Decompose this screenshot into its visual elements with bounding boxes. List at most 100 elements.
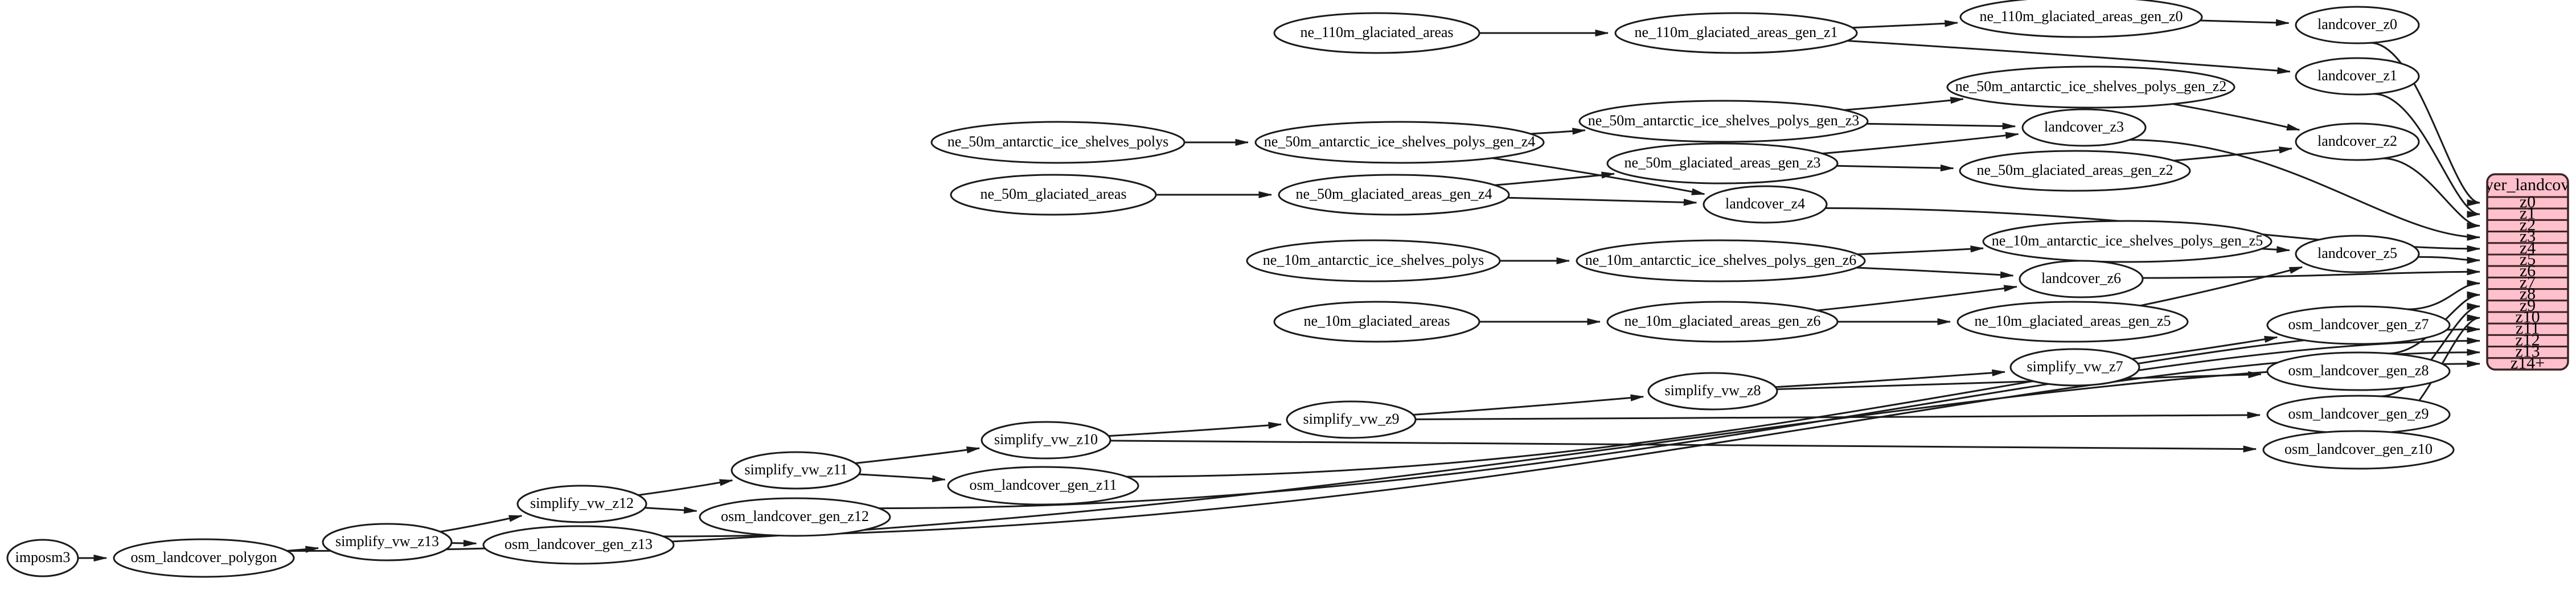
node-shape [1647,372,1778,411]
edge-ne_50m_glaciated_areas_gen_z3-to-ne_50m_glaciated_areas_gen_z2 [1836,164,1954,172]
node-ne_50m_antarctic_ice_shelves_polys_gen_z3[interactable]: ne_50m_antarctic_ice_shelves_polys_gen_z… [1578,100,1869,143]
node-ne_50m_glaciated_areas_gen_z3[interactable]: ne_50m_glaciated_areas_gen_z3 [1606,142,1839,184]
node-ne_50m_glaciated_areas[interactable]: ne_50m_glaciated_areas [950,174,1157,216]
node-osm_landcover_gen_z12[interactable]: osm_landcover_gen_z12 [699,497,891,537]
edge-simplify_vw_z13-to-osm_landcover_gen_z13 [451,539,477,547]
node-label: ne_10m_antarctic_ice_shelves_polys_gen_z… [1992,232,2263,249]
edge-ne_50m_antarctic_ice_shelves_polys_gen_z4-to-ne_50m_antarctic_ice_shelves_polys_gen_z3 [1531,128,1586,135]
node-ne_50m_antarctic_ice_shelves_polys[interactable]: ne_50m_antarctic_ice_shelves_polys [930,121,1186,164]
node-shape [322,523,453,561]
node-landcover_z6[interactable]: landcover_z6 [2019,260,2144,298]
node-shape [2019,260,2144,298]
node-label: landcover_z6 [2041,270,2121,286]
node-osm_landcover_polygon[interactable]: osm_landcover_polygon [113,538,295,578]
edge-simplify_vw_z10-to-simplify_vw_z9 [1108,421,1282,437]
node-label: simplify_vw_z7 [2027,358,2123,375]
node-shape [930,121,1186,164]
node-osm_landcover_gen_z13[interactable]: osm_landcover_gen_z13 [482,525,675,565]
node-shape [1946,65,2235,109]
node-simplify_vw_z7[interactable]: simplify_vw_z7 [2009,348,2140,387]
node-landcover_z3[interactable]: landcover_z3 [2021,108,2147,147]
table-row-label: z14+ [2511,354,2545,372]
edge-ne_10m_antarctic_ice_shelves_polys-to-ne_10m_antarctic_ice_shelves_polys_gen_z6 [1499,257,1570,265]
edge-ne_50m_glaciated_areas_gen_z4-to-landcover_z4 [1507,196,1697,206]
node-osm_landcover_gen_z9[interactable]: osm_landcover_gen_z9 [2266,395,2451,434]
node-label: landcover_z4 [1725,195,1805,212]
node-simplify_vw_z11[interactable]: simplify_vw_z11 [731,451,862,490]
node-label: osm_landcover_gen_z8 [2288,362,2429,379]
node-shape [950,174,1157,216]
edge-ne_110m_glaciated_areas_gen_z1-to-landcover_z1 [1847,40,2291,75]
node-ne_10m_glaciated_areas_gen_z6[interactable]: ne_10m_glaciated_areas_gen_z6 [1606,301,1839,343]
node-shape [1614,12,1858,54]
node-shape [2295,57,2420,96]
edge-imposm3-to-osm_landcover_polygon [78,554,107,562]
node-simplify_vw_z9[interactable]: simplify_vw_z9 [1286,400,1417,439]
node-ne_110m_glaciated_areas_gen_z0[interactable]: ne_110m_glaciated_areas_gen_z0 [1959,0,2203,38]
node-label: ne_50m_glaciated_areas [981,186,1127,202]
node-label: ne_10m_glaciated_areas_gen_z6 [1624,313,1820,329]
edge-ne_50m_glaciated_areas_gen_z3-to-landcover_z3 [1822,132,2019,155]
node-ne_50m_antarctic_ice_shelves_polys_gen_z4[interactable]: ne_50m_antarctic_ice_shelves_polys_gen_z… [1254,121,1545,164]
node-ne_10m_antarctic_ice_shelves_polys[interactable]: ne_10m_antarctic_ice_shelves_polys [1246,239,1501,282]
node-landcover_z5[interactable]: landcover_z5 [2295,235,2420,273]
node-landcover_z2[interactable]: landcover_z2 [2295,122,2420,161]
node-shape [1578,100,1869,143]
node-simplify_vw_z13[interactable]: simplify_vw_z13 [322,523,453,561]
node-simplify_vw_z12[interactable]: simplify_vw_z12 [516,485,647,523]
node-shape [731,451,862,490]
node-landcover_z1[interactable]: landcover_z1 [2295,57,2420,96]
edge-simplify_vw_z11-to-osm_landcover_gen_z11 [859,473,945,482]
node-ne_110m_glaciated_areas[interactable]: ne_110m_glaciated_areas [1273,12,1480,54]
edge-ne_10m_glaciated_areas_gen_z6-to-landcover_z6 [1817,285,2017,311]
node-ne_50m_glaciated_areas_gen_z2[interactable]: ne_50m_glaciated_areas_gen_z2 [1959,150,2191,192]
layer-landcover[interactable]: layer_landcoverz0z1z2z3z4z5z6z7z8z9z10z1… [2472,173,2576,372]
node-shape [1254,121,1545,164]
node-shape [6,539,79,577]
node-landcover_z0[interactable]: landcover_z0 [2295,6,2420,44]
node-osm_landcover_gen_z10[interactable]: osm_landcover_gen_z10 [2262,430,2455,470]
node-shape [981,421,1111,460]
node-label: ne_110m_glaciated_areas_gen_z0 [1979,8,2183,24]
node-label: ne_10m_antarctic_ice_shelves_polys [1263,252,1484,268]
node-shape [2295,6,2420,44]
node-label: landcover_z0 [2317,16,2397,32]
edge-to-layer-z9 [2380,302,2480,397]
node-ne_50m_antarctic_ice_shelves_polys_gen_z2[interactable]: ne_50m_antarctic_ice_shelves_polys_gen_z… [1946,65,2235,109]
node-shape [1959,0,2203,38]
node-simplify_vw_z10[interactable]: simplify_vw_z10 [981,421,1111,460]
node-label: simplify_vw_z11 [744,461,847,478]
node-shape [113,538,295,578]
node-osm_landcover_gen_z8[interactable]: osm_landcover_gen_z8 [2266,351,2451,391]
node-osm_landcover_gen_z11[interactable]: osm_landcover_gen_z11 [947,466,1139,506]
edge-simplify_vw_z13-to-simplify_vw_z12 [440,515,522,533]
node-simplify_vw_z8[interactable]: simplify_vw_z8 [1647,372,1778,411]
node-label: ne_110m_glaciated_areas [1300,24,1453,40]
edge-ne_10m_glaciated_areas_gen_z5-to-landcover_z5 [2140,266,2303,307]
node-label: imposm3 [15,549,71,565]
node-shape [1246,239,1501,282]
node-ne_10m_glaciated_areas[interactable]: ne_10m_glaciated_areas [1273,301,1480,343]
node-ne_110m_glaciated_areas_gen_z1[interactable]: ne_110m_glaciated_areas_gen_z1 [1614,12,1858,54]
edge-to-layer-z14+ [287,360,2480,552]
node-shape [2295,122,2420,161]
node-ne_10m_antarctic_ice_shelves_polys_gen_z5[interactable]: ne_10m_antarctic_ice_shelves_polys_gen_z… [1982,220,2273,263]
table-outline [2486,173,2569,371]
table-header-label: layer_landcover [2472,175,2576,194]
edge-to-layer-z2 [2382,157,2480,229]
node-ne_10m_glaciated_areas_gen_z5[interactable]: ne_10m_glaciated_areas_gen_z5 [1956,301,2189,343]
node-osm_landcover_gen_z7[interactable]: osm_landcover_gen_z7 [2266,305,2451,345]
node-label: osm_landcover_gen_z13 [504,536,653,552]
node-layer: ne_110m_glaciated_areas ne_110m_glaciated… [6,0,2455,578]
node-shape [516,485,647,523]
edge-ne_10m_glaciated_areas-to-ne_10m_glaciated_areas_gen_z6 [1479,318,1601,326]
node-ne_10m_antarctic_ice_shelves_polys_gen_z6[interactable]: ne_10m_antarctic_ice_shelves_polys_gen_z… [1576,239,1866,282]
node-ne_50m_glaciated_areas_gen_z4[interactable]: ne_50m_glaciated_areas_gen_z4 [1278,174,1510,216]
edge-simplify_vw_z11-to-simplify_vw_z10 [855,446,980,464]
node-landcover_z4[interactable]: landcover_z4 [1703,185,1828,224]
node-label: ne_50m_glaciated_areas_gen_z3 [1624,154,1820,171]
edge-ne_50m_glaciated_areas_gen_z4-to-ne_50m_glaciated_areas_gen_z3 [1494,171,1615,186]
node-imposm3[interactable]: imposm3 [6,539,79,577]
node-shape [2295,235,2420,273]
